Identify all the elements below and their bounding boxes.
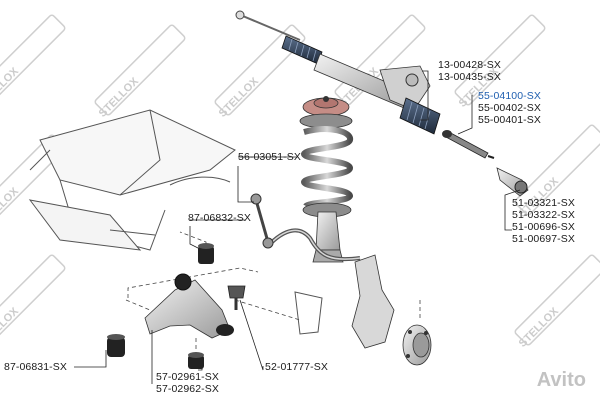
steering-knuckle <box>294 254 395 349</box>
watermark-stellox: STELLOX <box>0 65 21 110</box>
watermark-stellox: STELLOX <box>0 305 21 350</box>
label-ball-joint: 52-01777-SX <box>265 361 328 373</box>
label-arm-1: 57-02961-SX <box>156 371 219 383</box>
label-tie-end-2: 51-03322-SX <box>512 209 575 221</box>
strut-damper <box>302 202 352 263</box>
watermark-stellox: STELLOX <box>0 185 21 230</box>
watermark-stellox: STELLOX <box>517 305 562 350</box>
watermark-stellox: STELLOX <box>217 75 262 120</box>
label-rack-2: 13-00435-SX <box>438 71 501 83</box>
leader-lines <box>74 70 521 384</box>
label-tie-end-3: 51-00696-SX <box>512 221 575 233</box>
wheel-hub <box>402 324 432 366</box>
subframe <box>28 109 236 251</box>
label-tie-rod-2: 55-00402-SX <box>478 102 541 114</box>
coil-spring <box>300 126 354 209</box>
label-stabilizer-link: 56-03051-SX <box>238 151 301 163</box>
avito-watermark: Avito <box>536 369 586 391</box>
tie-rod-inner <box>442 130 495 159</box>
label-tie-rod-3: 55-00401-SX <box>478 114 541 126</box>
steering-rack <box>235 10 441 135</box>
stabilizer-link <box>250 193 274 249</box>
strut-top-mount <box>299 96 353 129</box>
label-tie-rod-1: 55-04100-SX <box>478 90 541 102</box>
watermark-stellox: STELLOX <box>97 75 142 120</box>
stabilizer-bar <box>266 228 361 262</box>
label-bushing-87-06831: 87-06831-SX <box>4 361 67 373</box>
rack-boot-left <box>281 35 323 65</box>
label-bushing-87-06832: 87-06832-SX <box>188 212 251 224</box>
label-rack-1: 13-00428-SX <box>438 59 501 71</box>
label-arm-2: 57-02962-SX <box>156 383 219 395</box>
label-tie-end-1: 51-03321-SX <box>512 197 575 209</box>
bushing-upper <box>198 243 214 264</box>
tie-rod-end <box>496 167 529 197</box>
label-tie-end-4: 51-00697-SX <box>512 233 575 245</box>
lower-control-arm <box>144 273 234 339</box>
ball-joint <box>227 285 246 310</box>
bushing-lower <box>188 352 204 369</box>
rack-boot-right <box>399 97 441 135</box>
bushing-rear <box>107 334 125 357</box>
